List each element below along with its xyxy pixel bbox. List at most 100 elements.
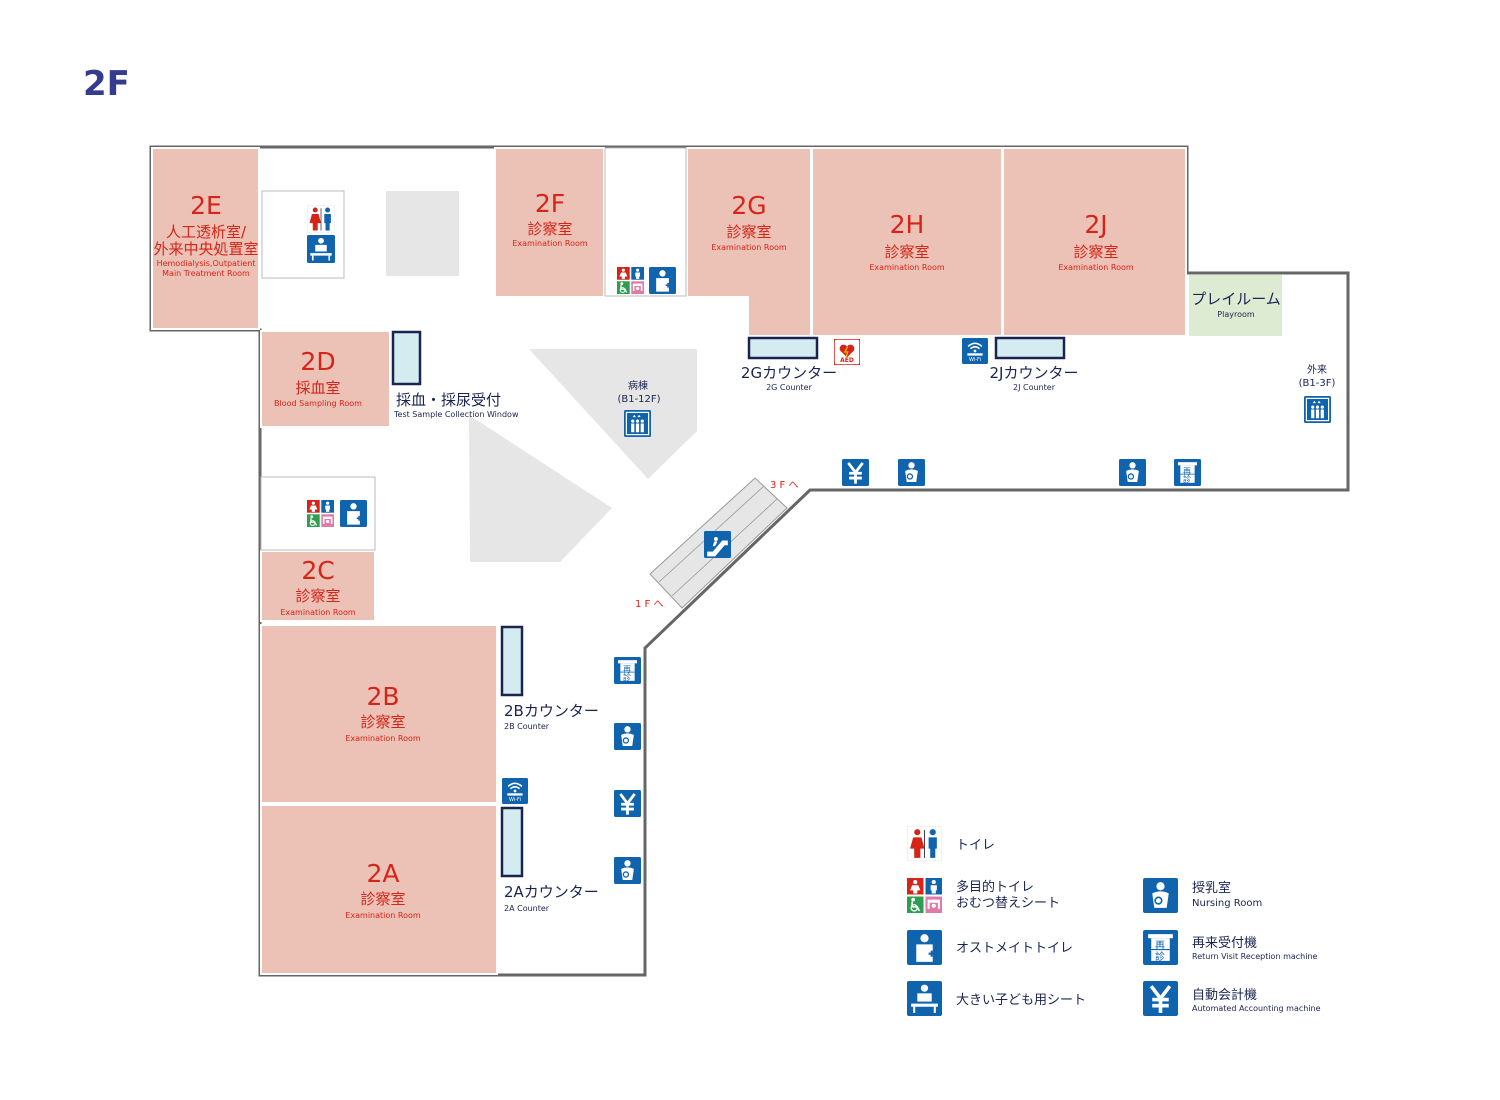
counter-2j[interactable]: 2Jカウンター 2J Counter (990, 336, 1079, 392)
legend-label: おむつ替えシート (956, 896, 1060, 911)
room-code: 2G (731, 191, 766, 220)
room-name: 診察室 (726, 223, 771, 241)
escalator-up-label: 3 F へ (770, 480, 798, 491)
room-english-name: Examination Room (280, 608, 356, 617)
automated-accounting-icon (614, 790, 641, 817)
child-changing-sheet-icon (907, 981, 942, 1016)
legend-label: 多目的トイレ (956, 879, 1034, 895)
room-2a[interactable]: 2A 診察室 Examination Room (260, 804, 498, 975)
escalator-down-label: 1 F へ (635, 599, 663, 610)
legend-sublabel: Nursing Room (1192, 898, 1262, 909)
outpatient-elevator-range: (B1-3F) (1299, 378, 1336, 389)
counter-2a[interactable]: 2Aカウンター 2A Counter (500, 806, 599, 913)
counter-english-name: Test Sample Collection Window (393, 410, 519, 419)
room-2c[interactable]: 2C 診察室 Examination Room (260, 550, 376, 622)
room-name: 診察室 (360, 890, 405, 908)
legend-label: トイレ (956, 838, 995, 853)
room-name: 採血室 (295, 379, 340, 397)
outpatient-elevator[interactable]: 外来 (B1-3F) (1299, 364, 1336, 423)
counter-name: 2Bカウンター (504, 702, 599, 720)
ward-elevator-label: 病棟 (628, 379, 648, 392)
wifi-label: Wi-Fi (969, 357, 981, 363)
nursing-room-icon (898, 459, 925, 486)
elevator-core (529, 349, 697, 479)
ward-elevator[interactable]: 病棟 (B1-12F) (617, 379, 661, 437)
room-2j[interactable]: 2J 診察室 Examination Room (1002, 147, 1187, 337)
room-english-name: Examination Room (1058, 263, 1134, 272)
toilet-icon (307, 205, 335, 233)
room-name: 人工透析室/ (166, 223, 247, 241)
return-visit-machine[interactable]: 再 診 (1174, 459, 1201, 486)
room-code: 2C (301, 556, 334, 585)
room-english-name: Examination Room (345, 911, 421, 920)
aed[interactable]: AED (834, 339, 860, 365)
legend-sublabel: Automated Accounting machine (1192, 1004, 1321, 1013)
legend-item: 授乳室 Nursing Room (1143, 878, 1262, 913)
return-visit-glyph: 再 (623, 665, 631, 674)
room-english-name: Blood Sampling Room (274, 399, 362, 408)
return-visit-glyph: 再 (1155, 940, 1165, 952)
room-code: 2F (535, 189, 565, 218)
automated-accounting-icon (842, 459, 869, 486)
room-english-name: Examination Room (345, 734, 421, 743)
legend-label: 大きい子ども用シート (956, 993, 1086, 1008)
room-code: 2E (190, 191, 222, 220)
legend-item: 大きい子ども用シート (907, 981, 1086, 1016)
room-english-name: Examination Room (869, 263, 945, 272)
counter-name: 2Aカウンター (504, 883, 599, 901)
room-name: 診察室 (360, 713, 405, 731)
playroom-name: プレイルーム (1191, 290, 1281, 308)
legend-label: 授乳室 (1192, 880, 1231, 896)
restroom-area (261, 190, 345, 279)
playroom[interactable]: プレイルーム Playroom (1189, 275, 1282, 336)
building-core (386, 191, 459, 276)
room-code: 2B (366, 682, 399, 711)
elevator-icon (624, 410, 651, 437)
floor-label: 2F (83, 64, 130, 104)
legend: トイレ 多目的トイレ おむつ替えシート オストメイトトイレ 大きい子ども用シート… (907, 826, 1321, 1016)
return-visit-glyph: 診 (1155, 950, 1165, 963)
return-visit-machine[interactable]: 再 診 (614, 657, 641, 684)
room-2h[interactable]: 2H 診察室 Examination Room (811, 147, 1003, 337)
room-name: 外来中央処置室 (153, 240, 258, 258)
legend-item: オストメイトトイレ (907, 930, 1073, 965)
counter-english-name: 2G Counter (766, 383, 813, 392)
legend-label: オストメイトトイレ (956, 941, 1073, 956)
room-2b[interactable]: 2B 診察室 Examination Room (260, 624, 498, 804)
ostomate-toilet-icon (649, 267, 676, 294)
counter-sample-collection[interactable]: 採血・採尿受付 Test Sample Collection Window (391, 330, 519, 419)
legend-label: 自動会計機 (1192, 987, 1257, 1003)
multipurpose-toilet-icon (907, 878, 942, 913)
room-english-name: Hemodialysis,Outpatient (157, 259, 256, 268)
room-2f[interactable]: 2F 診察室 Examination Room (494, 147, 605, 298)
room-code: 2J (1084, 210, 1107, 239)
counter-2g[interactable]: 2Gカウンター 2G Counter (741, 336, 837, 392)
room-name: 診察室 (527, 220, 572, 238)
outpatient-elevator-label: 外来 (1307, 364, 1327, 376)
room-code: 2D (300, 347, 335, 376)
room-name: 診察室 (884, 243, 929, 261)
return-visit-glyph: 診 (1183, 474, 1191, 484)
legend-label: 再来受付機 (1192, 936, 1257, 951)
room-english-name: Examination Room (512, 239, 588, 248)
legend-sublabel: Return Visit Reception machine (1192, 952, 1318, 961)
ostomate-toilet-icon (907, 930, 942, 965)
counter-2b[interactable]: 2Bカウンター 2B Counter (500, 625, 599, 731)
toilet-icon (907, 826, 942, 861)
counter-english-name: 2A Counter (504, 904, 550, 913)
aed-label: AED (840, 357, 854, 364)
nursing-room-icon (614, 857, 641, 884)
wifi-spot: Wi-Fi (502, 778, 528, 804)
nursing-room-icon (1143, 878, 1178, 913)
counter-name: 採血・採尿受付 (396, 391, 501, 409)
room-2e[interactable]: 2E 人工透析室/ 外来中央処置室 Hemodialysis,Outpatien… (151, 147, 260, 330)
escalator[interactable]: 3 F へ 1 F へ (635, 477, 798, 610)
counter-name: 2Jカウンター (990, 364, 1079, 382)
room-2d[interactable]: 2D 採血室 Blood Sampling Room (260, 330, 391, 428)
wifi-spot: Wi-Fi (962, 338, 988, 364)
playroom-english-name: Playroom (1217, 310, 1255, 319)
legend-item: トイレ (907, 826, 995, 861)
legend-item: 再 診 再来受付機 Return Visit Reception machine (1143, 930, 1318, 965)
return-visit-glyph: 再 (1183, 467, 1191, 476)
